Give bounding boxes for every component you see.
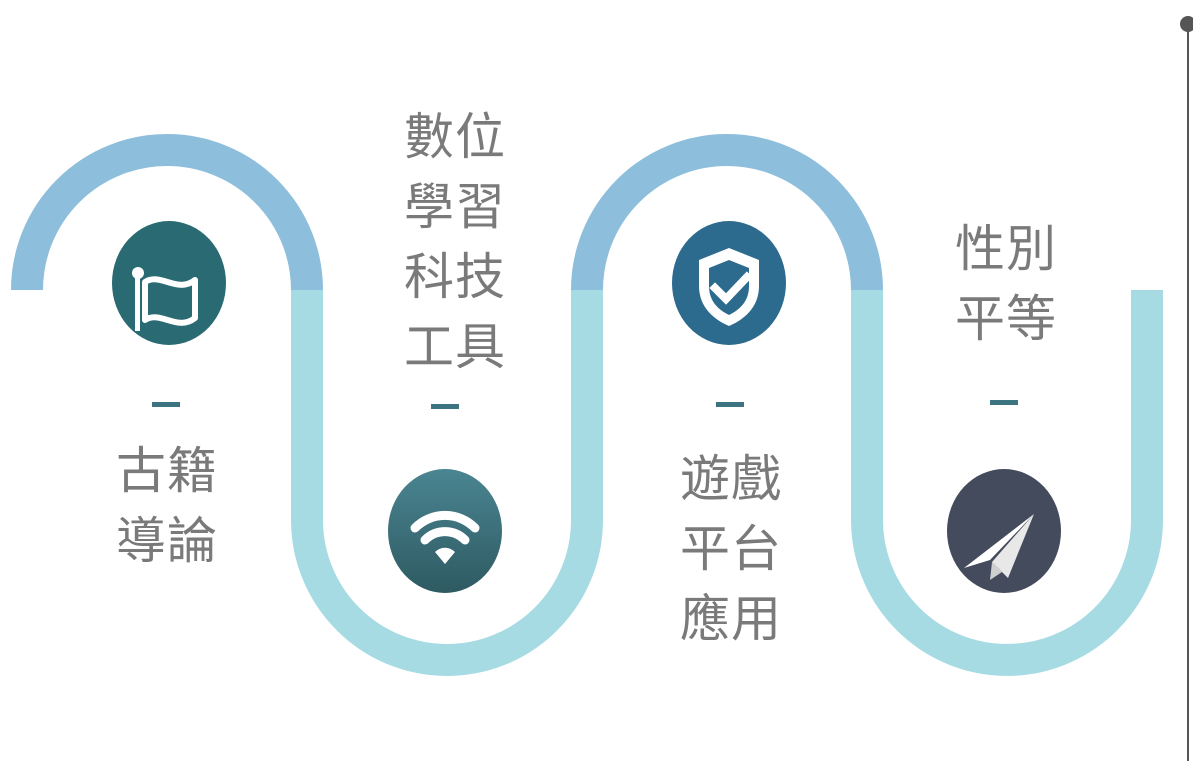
step-1-label: 古籍 導論 — [116, 442, 218, 570]
upper-arc-2 — [571, 134, 883, 291]
step-2-dash — [431, 404, 459, 409]
flag-icon — [111, 220, 227, 346]
scrollbar-handle[interactable] — [1180, 16, 1193, 32]
paper-plane-icon — [946, 468, 1062, 594]
step-4-label: 性別 平等 — [955, 220, 1057, 348]
lower-arc-2 — [851, 519, 1163, 676]
scrollbar-track[interactable] — [1187, 26, 1189, 761]
step-3-label: 遊戲 平台 應用 — [680, 450, 782, 648]
step-2-label: 數位 學習 科技 工具 — [404, 108, 506, 376]
lower-arc-1 — [291, 519, 603, 676]
step-3-dash — [716, 402, 744, 407]
wifi-icon — [387, 468, 503, 594]
upper-arc-1 — [11, 134, 323, 291]
step-1-dash — [152, 402, 180, 407]
step-4-dash — [990, 400, 1018, 405]
shield-check-icon — [671, 220, 787, 346]
